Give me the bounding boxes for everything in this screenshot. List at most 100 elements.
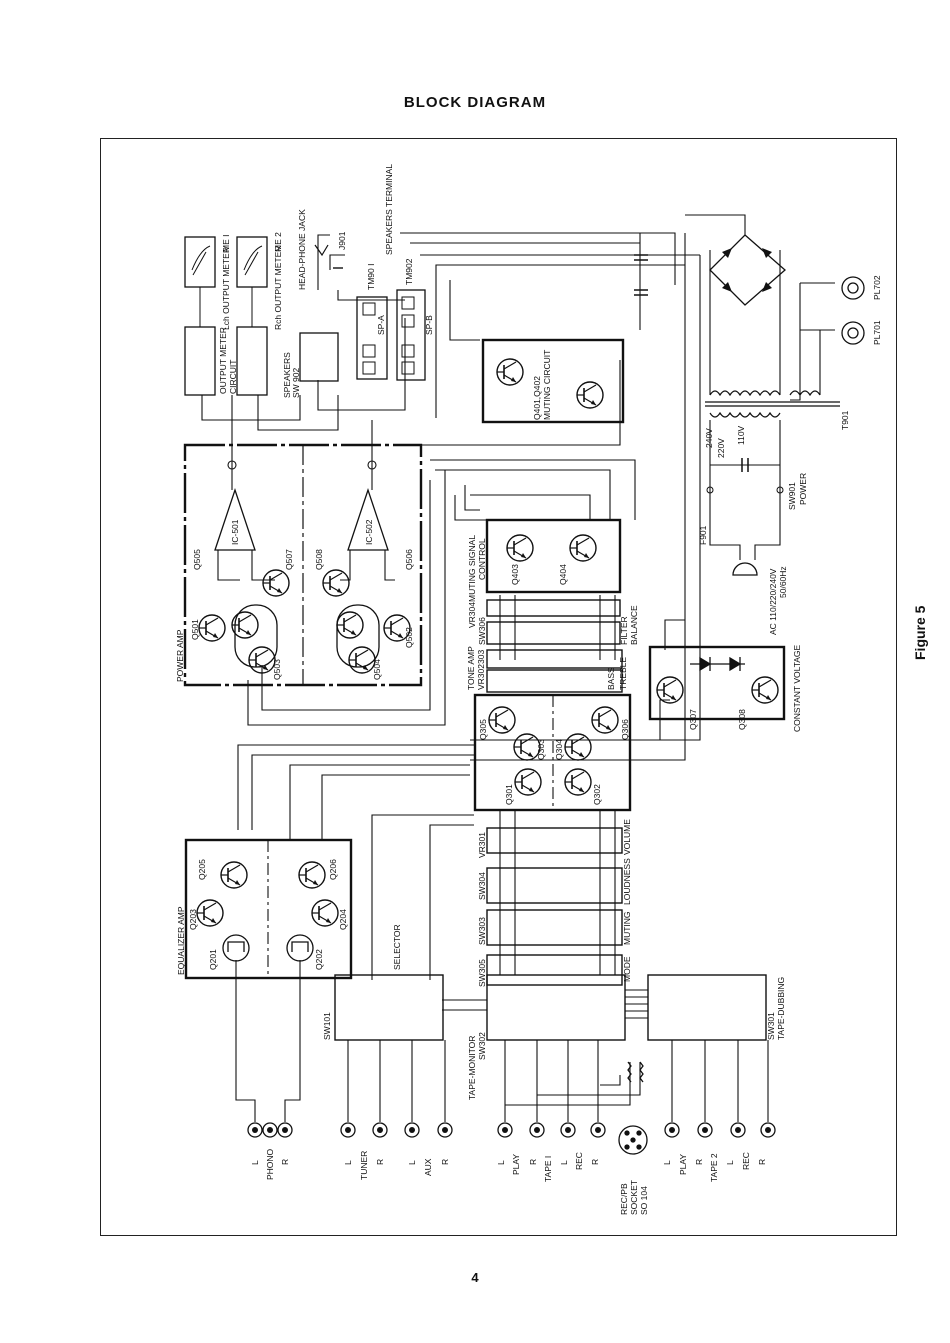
tape1-play: PLAY	[511, 1154, 521, 1175]
headphone-jack-label: HEAD-PHONE JACK	[297, 209, 307, 290]
q205-label: Q205	[197, 859, 207, 880]
volume-label: VOLUME	[622, 819, 632, 855]
transistor-icon	[231, 611, 259, 639]
me1-label: ME I	[221, 235, 231, 252]
tape1-play-l: L	[496, 1160, 506, 1165]
q202-label: Q202	[314, 949, 324, 970]
sp-b-label: SP-B	[424, 315, 434, 335]
tm902-label: TM902	[404, 258, 414, 285]
q206-label: Q206	[328, 859, 338, 880]
q503-label: Q503	[272, 659, 282, 680]
mode-label: MODE	[622, 956, 632, 982]
q507-label: Q507	[284, 549, 294, 570]
speakers-label: SPEAKERS	[282, 352, 292, 398]
muting-signal-sub: CONTROL	[477, 538, 487, 580]
jack-icon	[497, 1122, 513, 1138]
ac-plug-icon	[732, 562, 758, 576]
q403-label: Q403	[510, 564, 520, 585]
sw101-label: SW101	[322, 1012, 332, 1040]
transistor-icon	[196, 899, 224, 927]
tape1-rec-l: L	[559, 1160, 569, 1165]
q502-label: Q502	[404, 627, 414, 648]
equalizer-amp-block: EQUALIZER AMP Q201 Q203 Q205 Q202 Q204 Q…	[176, 838, 353, 980]
page-title: BLOCK DIAGRAM	[403, 94, 547, 111]
muting-circuit-block: Q401,Q402 MUTING CIRCUIT	[481, 254, 648, 424]
headphone-jack-icon	[314, 244, 329, 257]
pl702-label: PL702	[872, 275, 882, 300]
ic-502-label: IC-502	[364, 519, 374, 545]
transistor-icon	[496, 358, 524, 386]
phono-label: PHONO	[265, 1148, 275, 1180]
tape1-label: TAPE I	[543, 1156, 553, 1182]
transistor-icon	[514, 768, 542, 796]
sw301-tape-dubbing	[647, 974, 767, 1041]
power-label: POWER	[798, 473, 808, 505]
treble-label: TREBLE	[618, 657, 628, 690]
q505-label: Q505	[192, 549, 202, 570]
tape1-rec-r: R	[590, 1159, 600, 1165]
tuner-label: TUNER	[359, 1151, 369, 1180]
tape2-rec-l: L	[725, 1160, 735, 1165]
vr301-label: VR301	[477, 832, 487, 858]
output-meter-circuit-label: OUTPUT METER	[218, 327, 228, 394]
muting-circuit-label: Q401,Q402	[532, 376, 542, 420]
sw304-loudness	[486, 867, 623, 904]
tape2-rec: REC	[741, 1152, 751, 1170]
q301-label: Q301	[504, 784, 514, 805]
transistor-icon	[488, 706, 516, 734]
sw306-label: SW306	[477, 617, 487, 645]
jack-icon	[437, 1122, 453, 1138]
q303-label: Q303	[536, 739, 546, 760]
tuner-l: L	[343, 1160, 353, 1165]
q307-label: Q307	[688, 709, 698, 730]
j901-label: J901	[337, 231, 347, 250]
tape-monitor-label: TAPE-MONITOR	[467, 1036, 477, 1100]
ac-input-label: AC 110/220/240V	[768, 568, 778, 635]
jack-icon	[590, 1122, 606, 1138]
transistor-icon	[569, 534, 597, 562]
sw303-label: SW303	[477, 917, 487, 945]
tone-amp-label: TONE AMP	[466, 646, 476, 690]
speakers-switch-box	[299, 332, 339, 382]
jack-icon	[730, 1122, 746, 1138]
sw303-muting	[486, 909, 623, 946]
tape1-rec: REC	[574, 1152, 584, 1170]
tape2-play: PLAY	[678, 1154, 688, 1175]
sw304-label: SW304	[477, 872, 487, 900]
jack-icon	[262, 1122, 278, 1138]
input-jacks	[247, 1122, 776, 1138]
muting-signal-control-block: Q403 Q404 VR304MUTING SIGNAL CONTROL SW3…	[467, 518, 639, 645]
jack-icon	[372, 1122, 388, 1138]
q506-label: Q506	[404, 549, 414, 570]
aux-l: L	[407, 1160, 417, 1165]
output-meter-circuit-l	[184, 326, 216, 396]
sw301-label: SW301	[766, 1012, 776, 1040]
tape-dubbing-label: TAPE-DUBBING	[776, 977, 786, 1040]
jack-icon	[404, 1122, 420, 1138]
tape1-play-r: R	[528, 1159, 538, 1165]
tape2-play-r: R	[694, 1159, 704, 1165]
jack-icon	[560, 1122, 576, 1138]
tap-240v: 240V	[704, 428, 714, 448]
lamp-pl702	[841, 276, 865, 300]
transistor-icon	[564, 768, 592, 796]
transistor-icon	[311, 899, 339, 927]
output-meter-circuit-r	[236, 326, 268, 396]
ic-502-symbol	[347, 487, 389, 551]
selector-label: SELECTOR	[392, 924, 402, 970]
me2-caption: Rch OUTPUT METER	[273, 246, 283, 330]
phono-l: L	[250, 1160, 260, 1165]
power-amp-block: POWER AMP IC-501 IC-502 Q501 Q503 Q505 Q…	[175, 443, 423, 687]
rec-pb-line1: REC/PB	[619, 1183, 629, 1215]
transistor-icon	[506, 534, 534, 562]
rec-pb-line2: SOCKET	[629, 1180, 639, 1215]
tone-controls-label: VR302303	[476, 650, 486, 690]
rec-pb-line3: SO 104	[639, 1186, 649, 1215]
sw305-label: SW305	[477, 959, 487, 987]
tape2-play-l: L	[662, 1160, 672, 1165]
transistor-icon	[220, 861, 248, 889]
q302-label: Q302	[592, 784, 602, 805]
transformer-t901	[705, 390, 840, 418]
phono-r: R	[280, 1159, 290, 1165]
t901-label: T901	[840, 410, 850, 430]
